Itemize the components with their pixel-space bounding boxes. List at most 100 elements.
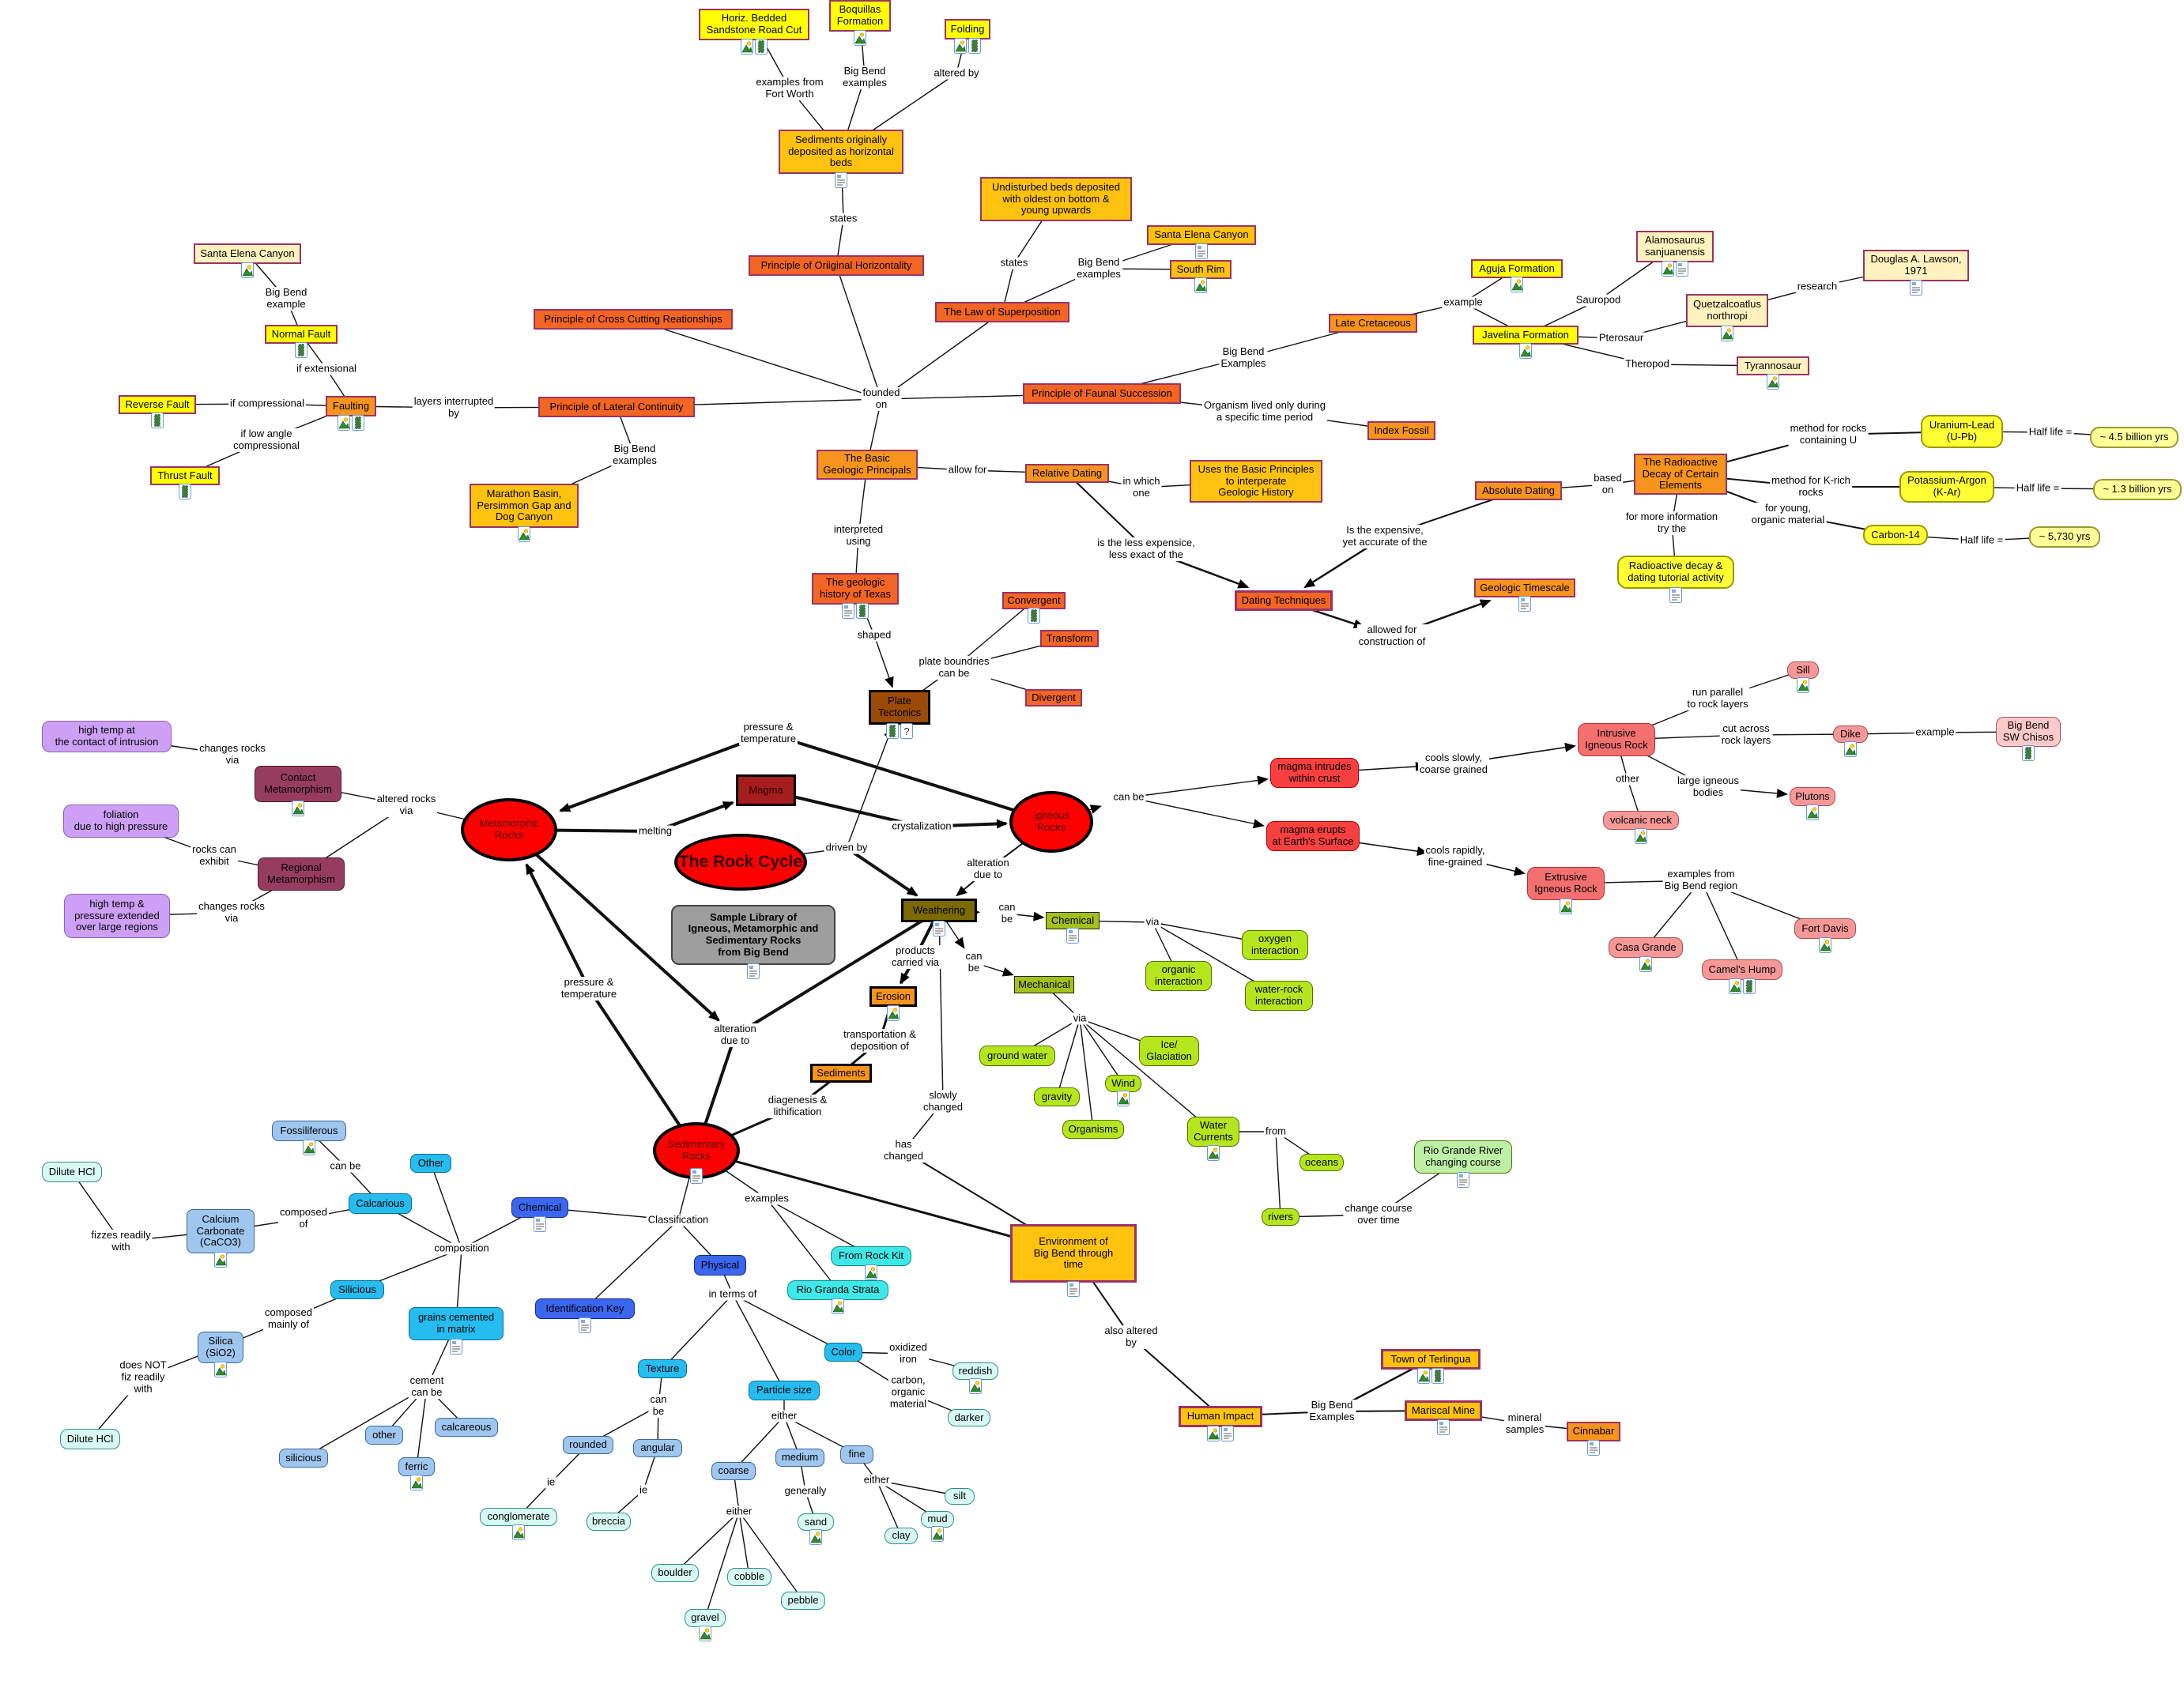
doc-icon[interactable]: [1518, 596, 1531, 612]
image-icon[interactable]: [1639, 956, 1652, 972]
image-icon[interactable]: [1207, 1145, 1220, 1161]
image-icon[interactable]: [931, 1525, 944, 1542]
node-cse[interactable]: coarse: [711, 1461, 756, 1480]
image-icon[interactable]: [1729, 978, 1741, 994]
image-icon[interactable]: [887, 1005, 900, 1021]
film-icon[interactable]: [1431, 1368, 1444, 1384]
node-htp[interactable]: high temp & pressure extended over large…: [64, 894, 170, 938]
node-orgi[interactable]: organic interaction: [1145, 961, 1212, 991]
node-orgs[interactable]: Organisms: [1062, 1120, 1124, 1139]
node-cin[interactable]: Cinnabar: [1567, 1421, 1620, 1441]
image-icon[interactable]: [292, 801, 304, 816]
image-icon[interactable]: [1844, 741, 1857, 757]
node-sec1[interactable]: Santa Elena Canyon: [194, 243, 301, 264]
node-tyr[interactable]: Tyrannosaur: [1737, 356, 1809, 375]
film-icon[interactable]: [856, 603, 869, 619]
node-frk[interactable]: From Rock Kit: [831, 1245, 911, 1266]
node-grv[interactable]: gravel: [685, 1608, 726, 1627]
film-icon[interactable]: [886, 723, 899, 739]
doc-icon[interactable]: [1195, 243, 1208, 259]
film-icon[interactable]: [2022, 745, 2035, 761]
node-rm[interactable]: Regional Metamorphism: [258, 857, 345, 891]
node-mi[interactable]: magma intrudes within crust: [1270, 758, 1359, 788]
node-tex[interactable]: Texture: [638, 1359, 687, 1378]
node-fd[interactable]: Fort Davis: [1794, 918, 1856, 939]
node-ch[interactable]: Camel's Hump: [1702, 959, 1782, 980]
node-phy[interactable]: Physical: [694, 1255, 746, 1276]
node-hbsrc[interactable]: Horiz. Bedded Sandstone Road Cut: [699, 9, 809, 40]
node-bld[interactable]: boulder: [651, 1563, 699, 1582]
doc-icon[interactable]: [842, 603, 854, 619]
node-snd[interactable]: sand: [798, 1513, 834, 1531]
node-v57[interactable]: ~ 5,730 yrs: [2029, 526, 2100, 548]
doc-icon[interactable]: [690, 1168, 703, 1184]
node-oce[interactable]: oceans: [1299, 1154, 1344, 1171]
node-hi[interactable]: Human Impact: [1179, 1405, 1262, 1427]
node-ero[interactable]: Erosion: [869, 986, 917, 1007]
node-gcm[interactable]: grains cemented in matrix: [409, 1307, 504, 1340]
image-icon[interactable]: [741, 39, 753, 55]
node-upb[interactable]: Uranium-Lead (U-Pb): [1921, 415, 2003, 448]
image-icon[interactable]: [865, 1264, 877, 1280]
film-icon[interactable]: [1743, 978, 1756, 994]
node-cob[interactable]: cobble: [727, 1567, 771, 1586]
node-tot[interactable]: Town of Terlingua: [1381, 1349, 1481, 1370]
node-fold[interactable]: Folding: [945, 19, 990, 40]
node-wc[interactable]: Water Currents: [1187, 1117, 1239, 1147]
node-cong[interactable]: conglomerate: [480, 1507, 557, 1526]
node-chw[interactable]: Chemical: [1046, 912, 1100, 929]
image-icon[interactable]: [832, 1298, 844, 1314]
node-nf[interactable]: Normal Fault: [265, 325, 338, 344]
node-folp[interactable]: foliation due to high pressure: [63, 805, 179, 838]
doc-icon[interactable]: [534, 1216, 546, 1232]
doc-icon[interactable]: [747, 963, 760, 979]
image-icon[interactable]: [214, 1362, 227, 1377]
doc-icon[interactable]: [1067, 1281, 1080, 1297]
node-mm[interactable]: Mariscal Mine: [1405, 1400, 1482, 1421]
node-vn[interactable]: volcanic neck: [1603, 811, 1679, 830]
node-peb[interactable]: pebble: [781, 1591, 825, 1610]
node-mag[interactable]: Magma: [736, 774, 796, 806]
node-rf[interactable]: Reverse Fault: [119, 395, 196, 414]
doc-icon[interactable]: [1587, 1439, 1600, 1456]
node-gts[interactable]: Geologic Timescale: [1474, 578, 1575, 597]
node-tut[interactable]: Radioactive decay & dating tutorial acti…: [1617, 556, 1734, 589]
node-dt[interactable]: Dating Techniques: [1235, 590, 1333, 611]
doc-icon[interactable]: [1221, 1425, 1234, 1441]
image-icon[interactable]: [1635, 828, 1647, 844]
node-rnd[interactable]: rounded: [563, 1435, 613, 1454]
node-rdce[interactable]: The Radioactive Decay of Certain Element…: [1634, 454, 1727, 495]
node-redd[interactable]: reddish: [952, 1362, 998, 1380]
node-los[interactable]: The Law of Superposition: [935, 302, 1069, 322]
image-icon[interactable]: [1806, 805, 1819, 820]
node-htc[interactable]: high temp at the contact of intrusion: [42, 721, 172, 752]
question-icon[interactable]: ?: [900, 723, 913, 739]
film-icon[interactable]: [151, 413, 164, 428]
image-icon[interactable]: [518, 526, 530, 542]
image-icon[interactable]: [338, 415, 350, 431]
image-icon[interactable]: [241, 262, 254, 278]
node-v45[interactable]: ~ 4.5 billion yrs: [2090, 426, 2178, 448]
node-sohb[interactable]: Sediments originally deposited as horizo…: [779, 130, 903, 174]
image-icon[interactable]: [214, 1252, 227, 1268]
doc-icon[interactable]: [1910, 280, 1922, 296]
node-env[interactable]: Environment of Big Bend through time: [1010, 1224, 1137, 1283]
node-pt[interactable]: Plate Tectonics: [869, 690, 930, 725]
node-ign[interactable]: Igneous Rocks: [1009, 791, 1093, 853]
node-kar[interactable]: Potassium-Argon (K-Ar): [1899, 471, 1994, 503]
node-cly[interactable]: clay: [885, 1527, 918, 1544]
node-grav[interactable]: gravity: [1034, 1087, 1080, 1106]
node-pfs[interactable]: Principle of Faunal Succession: [1023, 383, 1181, 404]
image-icon[interactable]: [1797, 677, 1809, 693]
node-plc[interactable]: Principle of Lateral Continuity: [538, 397, 695, 417]
node-mudn[interactable]: mud: [921, 1510, 954, 1528]
node-flt[interactable]: Faulting: [326, 396, 376, 416]
image-icon[interactable]: [809, 1529, 822, 1545]
node-ifos[interactable]: Index Fossil: [1367, 421, 1435, 440]
node-agu[interactable]: Aguja Formation: [1471, 259, 1563, 278]
image-icon[interactable]: [303, 1140, 315, 1155]
doc-icon[interactable]: [450, 1339, 462, 1355]
node-oth1[interactable]: Other: [410, 1154, 451, 1173]
node-cg[interactable]: Casa Grande: [1609, 937, 1683, 958]
doc-icon[interactable]: [1437, 1419, 1450, 1435]
